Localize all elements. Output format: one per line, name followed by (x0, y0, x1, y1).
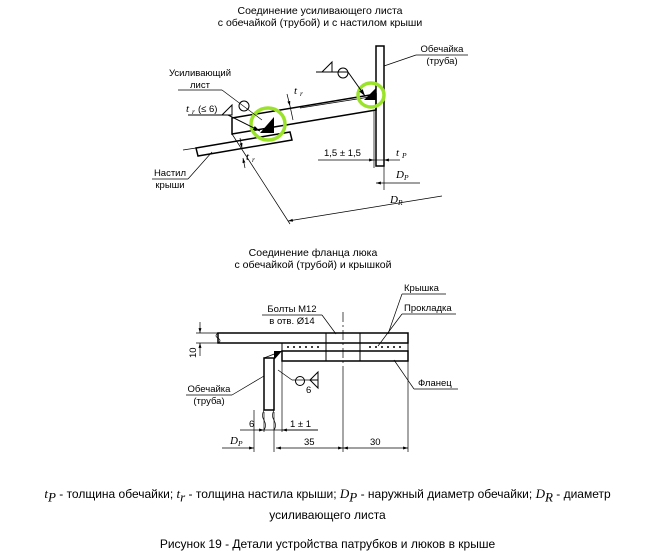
bottom-view-title-line2: с обечайкой (трубой) и крышкой (234, 259, 391, 271)
legend-line1: tP - толщина обечайки; tr - толщина наст… (0, 484, 655, 506)
weld-sheet-shell (364, 88, 376, 100)
dim1-label: 1 ± 1 (290, 419, 311, 430)
flange (281, 350, 409, 362)
tr-dim-line (289, 105, 294, 121)
top-view-title-line1: Соединение усиливающего листа (238, 5, 403, 17)
legend-tr-sub: r (180, 489, 186, 505)
figure-caption: Рисунок 19 - Детали устройства патрубков… (159, 537, 496, 551)
weld-symbol-right-circle (337, 67, 349, 79)
roof-deck-leader (187, 151, 213, 180)
roof-deck-label-2: крыши (155, 180, 184, 191)
cover-plate (217, 332, 409, 344)
flange-label: Фланец (418, 378, 452, 389)
legend-dr-text: - диаметр (552, 487, 611, 501)
cover-break (215, 332, 221, 344)
bottom-view-title-line1: Соединение фланца люка (249, 247, 378, 259)
dr-top-main: D (389, 194, 398, 206)
bottom-view: Соединение фланца люка с обечайкой (труб… (186, 247, 458, 452)
sheet-inner-line (299, 95, 377, 109)
dim10-label: 10 (188, 347, 199, 358)
tr-roof-arrow-2 (242, 157, 246, 169)
tp-top-main: t (396, 147, 400, 159)
weld-bottom-leader (277, 369, 293, 381)
tr-sheet-sub: r (300, 89, 303, 98)
weld-symbol-right-triangle (320, 60, 333, 73)
legend-tp-symbol: t (44, 486, 48, 501)
weld-symbol-left-circle (238, 100, 250, 112)
legend-dr-symbol: D (535, 486, 545, 501)
top-view-title-line2: с обечайкой (трубой) и с настилом крыши (218, 17, 423, 29)
gasket-leader (377, 313, 403, 347)
legend: tP - толщина обечайки; tr - толщина наст… (0, 484, 655, 525)
dr-ext-line (231, 133, 291, 225)
weld-highlight-right (356, 81, 386, 109)
reinforcing-sheet (231, 93, 377, 135)
legend-dr-sub: R (544, 489, 553, 505)
shell-label-1: Обечайка (421, 44, 465, 55)
shell-label-2: (труба) (426, 56, 457, 67)
dim30-label: 30 (370, 437, 381, 448)
tp-top-sub: P (401, 151, 407, 160)
tr-roof-sub: r (252, 155, 255, 164)
bolts-leader (321, 314, 337, 335)
flange-leader (393, 359, 415, 390)
shell-leader (383, 54, 417, 67)
weld-bottom-triangle-2 (309, 379, 319, 390)
tr-sheet-main: t (294, 85, 298, 97)
pipe-label-2: (труба) (193, 396, 224, 407)
gap-dim-label: 1,5 ± 1,5 (324, 148, 361, 159)
weld-bottom-size: 6 (306, 385, 311, 396)
reinforcing-sheet-label-2: лист (190, 80, 211, 91)
legend-tp-text: - толщина обечайки; (55, 487, 177, 501)
dp-top-main: D (395, 169, 404, 181)
flange-weld (274, 351, 282, 360)
gasket-hatch (287, 346, 401, 348)
reinforcing-sheet-leader (221, 89, 263, 121)
weld-highlight-left (249, 106, 287, 142)
weld-bottom-triangle (308, 370, 319, 381)
reinforcing-sheet-label-1: Усиливающий (169, 68, 231, 79)
weld-symbol-left-triangle (220, 103, 233, 116)
dr-top-sub: R (397, 198, 403, 207)
roof-deck-break (182, 147, 197, 151)
tr-le-limit: (≤ 6) (198, 104, 217, 115)
cover-label: Крышка (404, 283, 440, 294)
tr-le-main: t (186, 103, 190, 115)
dr-dim-line (287, 195, 443, 222)
pipe-leader (231, 375, 265, 396)
roof-deck-label-1: Настил (154, 168, 186, 179)
shell-pipe (263, 357, 275, 411)
tr-roof-arrow (239, 137, 243, 149)
legend-line2: усиливающего листа (269, 508, 386, 523)
legend-tp-sub: P (47, 489, 56, 505)
legend-dp-sub: P (349, 489, 358, 505)
legend-tr-text: - толщина настила крыши; (185, 487, 340, 501)
legend-tr-symbol: t (176, 486, 181, 501)
tr-le-sub: r (192, 107, 195, 116)
legend-dp-text: - наружный диаметр обечайки; (357, 487, 536, 501)
bolts-label-2: в отв. Ø14 (269, 316, 314, 327)
tr-roof-main: t (246, 151, 250, 163)
legend-dp-symbol: D (339, 486, 350, 501)
dim35-label: 35 (304, 437, 315, 448)
dp-top-sub: P (403, 173, 409, 182)
bolts-label-1: Болты М12 (267, 304, 316, 315)
pipe-label-1: Обечайка (188, 384, 232, 395)
dp-bottom-main: D (229, 435, 238, 447)
dim6-label: 6 (249, 419, 254, 430)
cover-leader (387, 293, 403, 335)
weld-symbol-right-leader (347, 71, 366, 97)
weld-sheet-roof (260, 117, 274, 133)
gasket-label: Прокладка (404, 303, 452, 314)
top-view: Соединение усиливающего листа с обечайко… (152, 5, 468, 225)
weld-bottom-circle (295, 376, 305, 386)
dp-bottom-sub: P (237, 439, 243, 448)
weld-symbol-left-leader (227, 114, 261, 132)
tr-dim-arrow (286, 93, 291, 107)
